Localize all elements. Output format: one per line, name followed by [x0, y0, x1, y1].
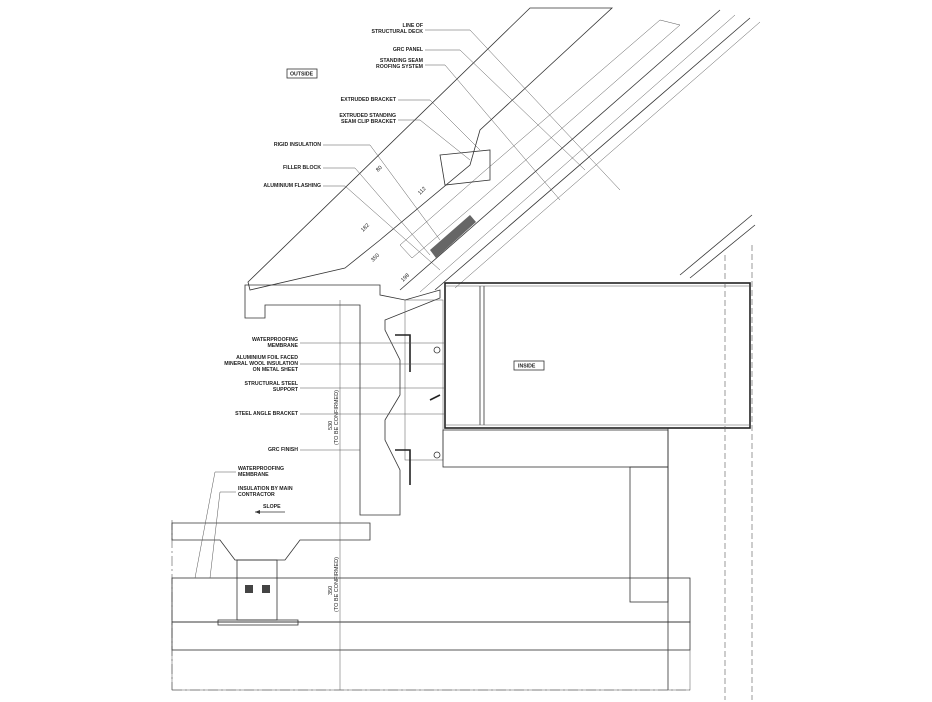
- svg-text:(TO BE CONFIRMED): (TO BE CONFIRMED): [334, 557, 340, 612]
- label-steel-support: STRUCTURAL STEEL: [244, 381, 298, 387]
- svg-text:350: 350: [370, 253, 381, 264]
- svg-text:STRUCTURAL DECK: STRUCTURAL DECK: [372, 29, 424, 35]
- svg-text:112: 112: [417, 186, 427, 196]
- label-angle-bracket: STEEL ANGLE BRACKET: [235, 411, 299, 417]
- label-line-of-deck: LINE OF: [403, 23, 423, 29]
- label-foil-insulation: ALUMINIUM FOIL FACED: [236, 355, 298, 361]
- grc-parapet: [244, 284, 444, 516]
- label-clip-bracket: EXTRUDED STANDING: [339, 113, 396, 119]
- steel-beam: [444, 282, 751, 429]
- svg-text:SUPPORT: SUPPORT: [273, 387, 299, 393]
- svg-text:MEMBRANE: MEMBRANE: [267, 343, 298, 349]
- label-waterproofing: WATERPROOFING: [252, 337, 298, 343]
- grc-roof-panel: [247, 7, 761, 293]
- svg-text:MEMBRANE: MEMBRANE: [238, 472, 269, 478]
- svg-text:(TO BE CONFIRMED): (TO BE CONFIRMED): [334, 390, 340, 445]
- label-standing-seam: STANDING SEAM: [380, 58, 423, 64]
- insulation-wrap: [442, 428, 669, 690]
- label-grc-finish: GRC FINISH: [268, 447, 298, 453]
- dimensions: 112 182 350 198 80 530 (TO BE CONFIRMED)…: [328, 165, 428, 612]
- label-grc-panel: GRC PANEL: [393, 47, 424, 53]
- inside-tag: INSIDE: [513, 360, 545, 371]
- svg-text:350: 350: [328, 586, 334, 595]
- svg-text:SEAM CLIP BRACKET: SEAM CLIP BRACKET: [341, 119, 397, 125]
- svg-text:530: 530: [328, 421, 334, 430]
- label-slope: SLOPE: [263, 504, 281, 510]
- outside-tag: OUTSIDE: [286, 68, 318, 79]
- svg-text:ROOFING SYSTEM: ROOFING SYSTEM: [376, 64, 423, 70]
- svg-text:OUTSIDE: OUTSIDE: [290, 72, 314, 78]
- label-filler-block: FILLER BLOCK: [283, 165, 321, 171]
- label-waterproofing-lower: WATERPROOFING: [238, 466, 284, 472]
- floor-build-up: [171, 522, 691, 691]
- svg-text:182: 182: [360, 223, 371, 234]
- label-aluminium-flashing: ALUMINIUM FLASHING: [263, 183, 321, 189]
- annotation-labels-lower: WATERPROOFING MEMBRANE INSULATION BY MAI…: [238, 466, 293, 510]
- svg-text:198: 198: [400, 273, 411, 284]
- label-extruded-bracket: EXTRUDED BRACKET: [341, 97, 397, 103]
- annotation-labels: LINE OF STRUCTURAL DECK GRC PANEL STANDI…: [224, 23, 424, 453]
- svg-text:MINERAL WOOL INSULATION: MINERAL WOOL INSULATION: [224, 361, 298, 367]
- svg-text:80: 80: [375, 165, 384, 174]
- leader-lines: [194, 29, 621, 690]
- label-insulation-main: INSULATION BY MAIN: [238, 486, 293, 492]
- svg-text:CONTRACTOR: CONTRACTOR: [238, 492, 275, 498]
- svg-text:ON METAL SHEET: ON METAL SHEET: [253, 367, 299, 373]
- svg-text:INSIDE: INSIDE: [518, 364, 536, 370]
- label-rigid-insulation: RIGID INSULATION: [274, 142, 321, 148]
